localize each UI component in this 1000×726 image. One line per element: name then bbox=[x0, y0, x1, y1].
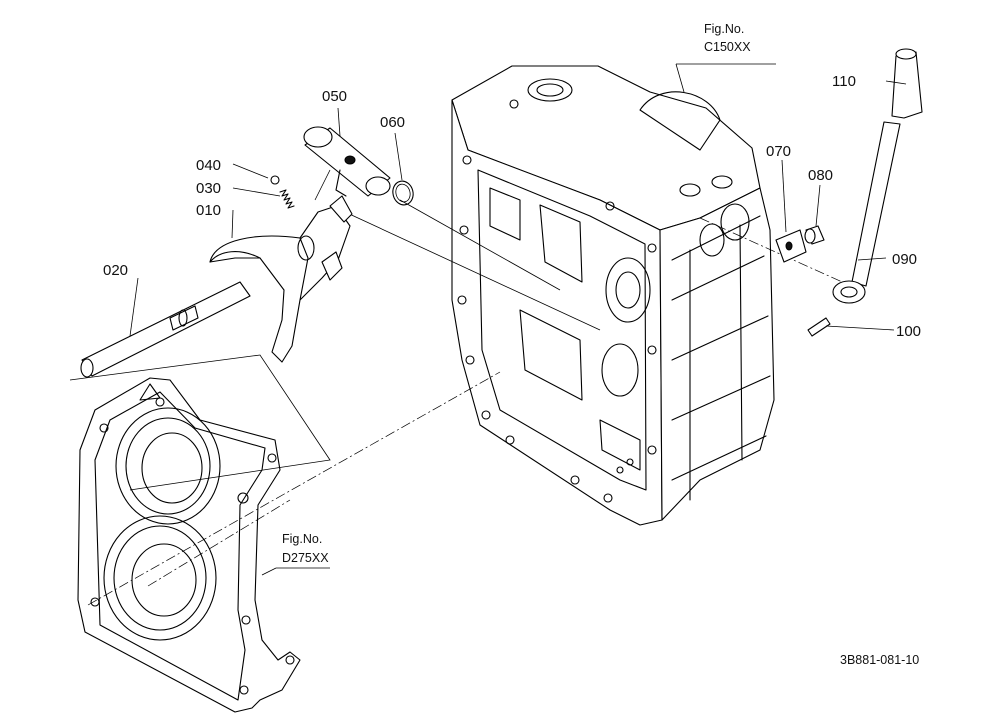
label-050: 050 bbox=[322, 88, 347, 105]
shift-lever bbox=[832, 121, 901, 304]
shift-shaft bbox=[303, 126, 391, 197]
label-040: 040 bbox=[196, 157, 221, 174]
label-030: 030 bbox=[196, 180, 221, 197]
front-cover bbox=[77, 377, 301, 713]
label-010: 010 bbox=[196, 202, 221, 219]
spring-pin bbox=[807, 317, 831, 337]
label-110: 110 bbox=[832, 73, 856, 90]
label-080: 080 bbox=[808, 167, 833, 184]
label-020: 020 bbox=[103, 262, 128, 279]
leader-lines bbox=[129, 63, 907, 576]
shift-rod bbox=[80, 281, 251, 378]
figure-references: Fig.No. C150XX Fig.No. D275XX bbox=[282, 22, 751, 565]
part-labels: 050 060 040 030 010 020 070 080 110 090 … bbox=[103, 73, 921, 340]
label-090: 090 bbox=[892, 251, 917, 268]
plate bbox=[775, 229, 807, 263]
o-ring bbox=[392, 180, 414, 206]
transmission-case bbox=[451, 65, 775, 526]
ball-and-spring bbox=[270, 175, 295, 209]
bolt bbox=[804, 225, 825, 245]
label-070: 070 bbox=[766, 143, 791, 160]
drawing-id: 3B881-081-10 bbox=[840, 653, 919, 667]
fig-ref-case-line2: C150XX bbox=[704, 40, 751, 54]
lever-knob bbox=[891, 48, 923, 119]
shift-fork bbox=[209, 195, 353, 363]
fig-ref-case-line1: Fig.No. bbox=[704, 22, 744, 36]
fig-ref-cover-line1: Fig.No. bbox=[282, 532, 322, 546]
label-100: 100 bbox=[896, 323, 921, 340]
fig-ref-cover-line2: D275XX bbox=[282, 551, 329, 565]
label-060: 060 bbox=[380, 114, 405, 131]
assembly-lines bbox=[69, 169, 861, 606]
